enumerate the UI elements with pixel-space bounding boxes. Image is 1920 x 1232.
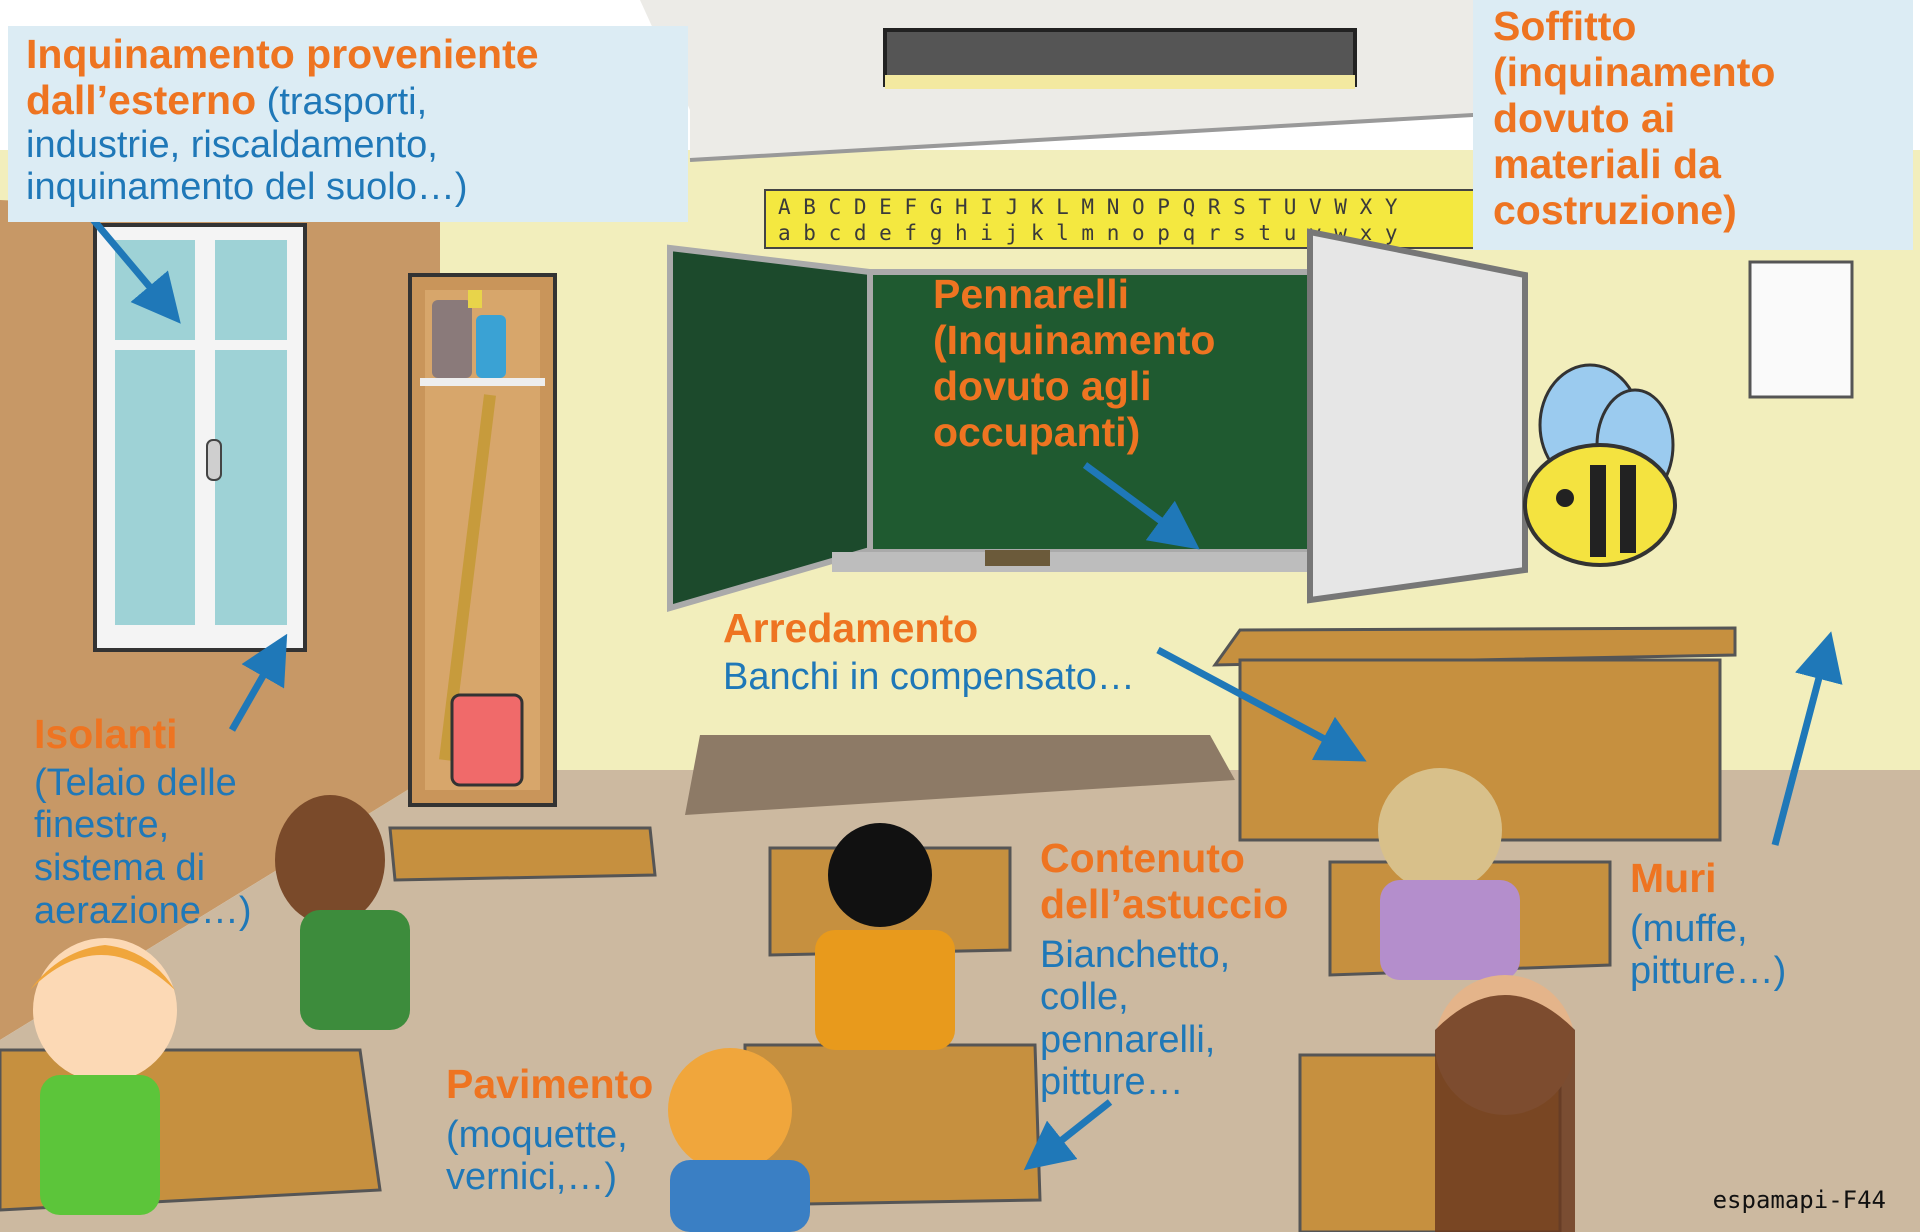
alphabet-upper: A B C D E F G H I J K L M N O P Q R S T … — [778, 195, 1398, 219]
window — [93, 223, 307, 652]
ceiling-line-3: dovuto ai — [1493, 94, 1676, 141]
pencil-case-title-1: Contenuto — [1040, 835, 1245, 881]
label-pencil-case: Contenuto dell’astuccio Bianchetto, coll… — [1040, 835, 1289, 1104]
label-floor: Pavimento (moquette, vernici,…) — [446, 1061, 654, 1199]
outdoor-title-2: dall’esterno — [26, 76, 257, 123]
outdoor-title-1: Inquinamento proveniente — [26, 31, 539, 77]
bee-mascot — [1523, 363, 1677, 567]
arrow-pencil-case — [1023, 1099, 1113, 1171]
label-walls: Muri (muffe, pitture…) — [1630, 855, 1787, 993]
walls-detail-2: pitture…) — [1630, 950, 1787, 993]
wall-poster — [1748, 260, 1854, 399]
furniture-title: Arredamento — [723, 605, 979, 651]
pencil-case-detail-3: pennarelli, — [1040, 1018, 1216, 1061]
outdoor-detail-3: inquinamento del suolo…) — [26, 166, 468, 209]
outdoor-detail-1: (trasporti, — [256, 80, 428, 123]
ceiling-line-2: (inquinamento — [1493, 48, 1776, 95]
insulation-detail-2: finestre, — [34, 804, 170, 847]
arrow-markers — [1082, 462, 1200, 550]
label-furniture: Arredamento Banchi in compensato… — [723, 605, 1135, 698]
ceiling-line-5: costruzione) — [1493, 186, 1737, 233]
label-insulation: Isolanti (Telaio delle finestre, sistema… — [34, 711, 252, 932]
label-markers: Pennarelli (Inquinamento dovuto agli occ… — [933, 271, 1216, 456]
markers-line-3: dovuto agli — [933, 362, 1152, 409]
floor-detail-1: (moquette, — [446, 1113, 628, 1156]
arrow-outdoor — [82, 207, 181, 324]
walls-detail-1: (muffe, — [1630, 907, 1748, 950]
insulation-detail-4: aerazione…) — [34, 889, 252, 932]
ceiling-line-1: Soffitto — [1493, 3, 1637, 49]
insulation-detail-3: sistema di — [34, 847, 206, 889]
furniture-detail: Banchi in compensato… — [723, 655, 1135, 698]
arrow-furniture — [1156, 646, 1367, 762]
insulation-title: Isolanti — [34, 711, 178, 757]
alphabet-strip: A B C D E F G H I J K L M N O P Q R S T … — [764, 189, 1476, 249]
markers-line-4: occupanti) — [933, 408, 1141, 455]
walls-title: Muri — [1630, 855, 1717, 901]
pencil-case-title-2: dell’astuccio — [1040, 880, 1289, 927]
pointer-arrows — [82, 207, 1843, 1171]
label-outdoor-pollution: Inquinamento proveniente dall’esterno (t… — [8, 26, 688, 222]
watermark: espamapi-F44 — [1712, 1186, 1886, 1214]
arrow-insulation — [228, 633, 288, 732]
floor-detail-2: vernici,…) — [446, 1156, 618, 1199]
teacher-platform — [685, 735, 1235, 815]
cupboard — [408, 273, 557, 807]
blackboard — [667, 228, 1528, 612]
students — [30, 768, 1575, 1232]
arrow-walls — [1771, 631, 1843, 846]
alphabet-lower: a b c d e f g h i j k l m n o p q r s t … — [778, 221, 1398, 245]
ceiling-line-4: materiali da — [1493, 140, 1721, 187]
insulation-detail-1: (Telaio delle — [34, 761, 237, 804]
pencil-case-detail-2: colle, — [1040, 976, 1129, 1019]
markers-line-1: Pennarelli — [933, 271, 1129, 317]
pencil-case-detail-4: pitture… — [1040, 1061, 1184, 1104]
pencil-case-detail-1: Bianchetto, — [1040, 933, 1231, 976]
markers-line-2: (Inquinamento — [933, 316, 1216, 363]
floor-title: Pavimento — [446, 1061, 654, 1107]
label-ceiling: Soffitto (inquinamento dovuto ai materia… — [1473, 0, 1913, 250]
outdoor-detail-2: industrie, riscaldamento, — [26, 123, 438, 166]
